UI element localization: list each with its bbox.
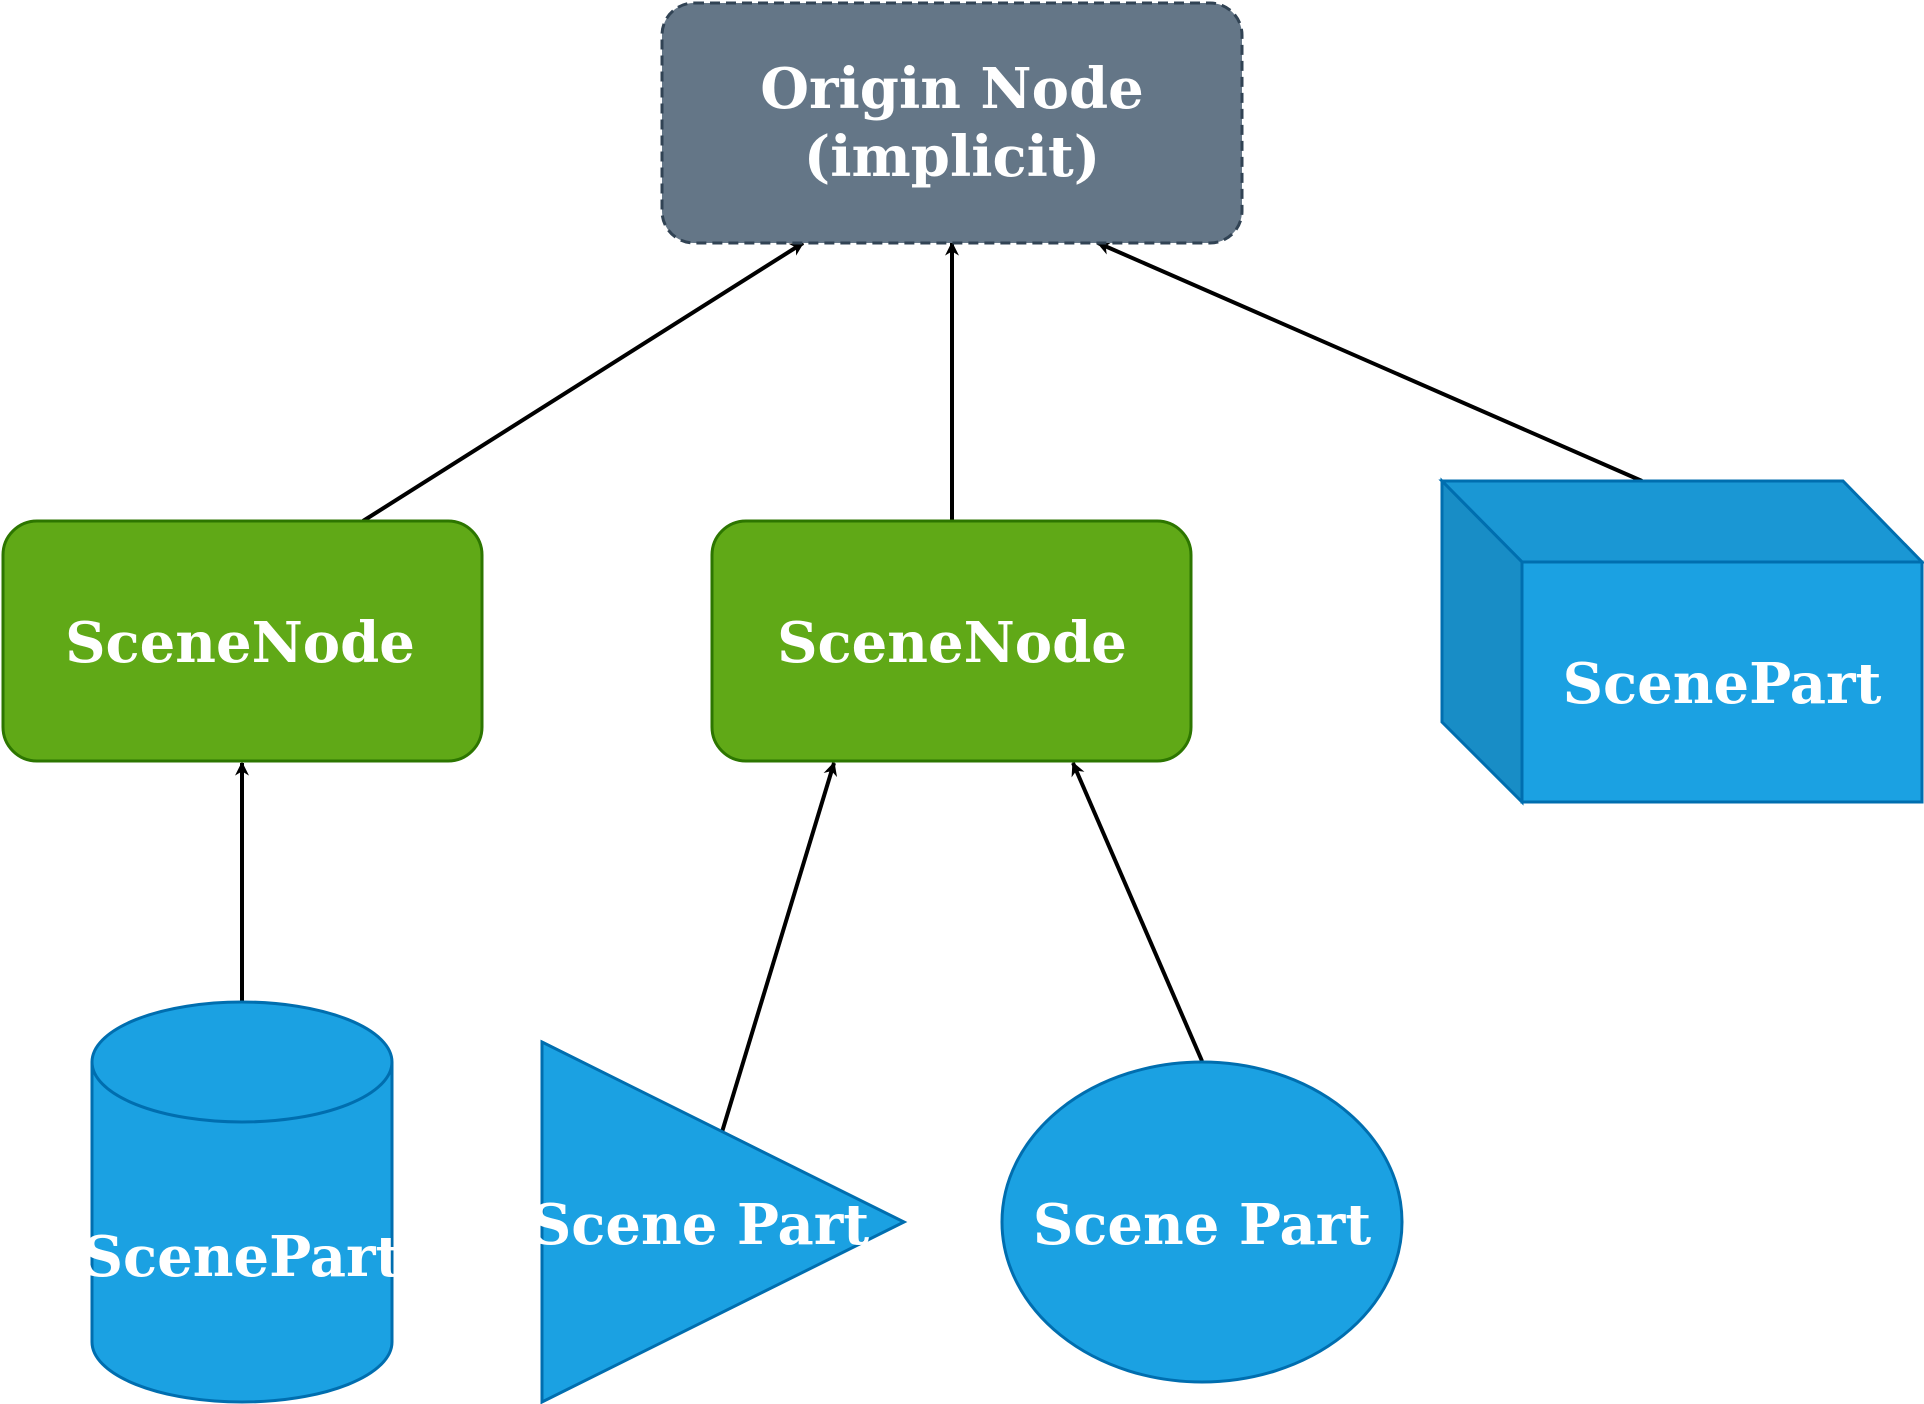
scene-node-left[interactable]: SceneNode [1,519,484,763]
origin-node[interactable]: Origin Node (implicit) [660,1,1244,245]
scene-node-center[interactable]: SceneNode [710,519,1193,763]
edge-ellipse-scenepart-to-center-scenenode [1071,761,1204,1062]
scene-part-cylinder-top-rim [90,1061,394,1124]
scene-node-left-label: SceneNode [65,610,415,676]
edge-cube-scenepart-to-origin [1096,241,1643,483]
scene-part-ellipse-label: Scene Part [1033,1192,1371,1258]
scene-node-center-box [710,519,1193,763]
edge-triangle-scenepart-to-center-scenenode [720,761,838,1133]
scene-part-cylinder-label: ScenePart [83,1224,402,1290]
origin-node-label-line2: (implicit) [804,124,1100,190]
scene-part-triangle-shape [540,1039,908,1404]
edges [235,241,1643,1133]
origin-node-box [660,1,1244,245]
scene-part-cube-label: ScenePart [1563,651,1882,717]
origin-node-label-line1: Origin Node [760,56,1144,122]
scene-part-cylinder-body [90,1000,394,1404]
scene-part-cube[interactable]: ScenePart [1438,477,1924,806]
scene-part-cube-top-face [1438,479,1924,564]
scene-part-cube-front-face [1520,560,1924,804]
scene-part-triangle-label: Scene Part [531,1192,869,1258]
scene-part-triangle[interactable]: Scene Part [531,1039,908,1404]
scene-part-ellipse-shape [1000,1060,1404,1384]
scene-part-ellipse[interactable]: Scene Part [1000,1060,1404,1384]
scene-node-left-box [1,519,484,763]
scene-part-cylinder[interactable]: ScenePart [83,1000,402,1404]
edge-left-scenenode-to-origin [361,241,805,523]
scene-node-center-label: SceneNode [777,610,1127,676]
